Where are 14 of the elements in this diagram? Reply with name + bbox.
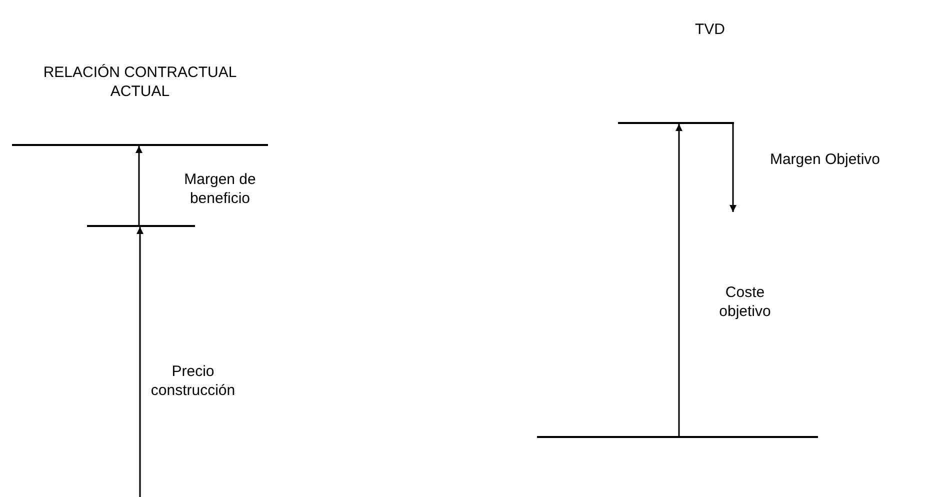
arrow [676,124,682,436]
heading: TVD [694,20,726,39]
edge-label: Coste objetivo [718,283,772,321]
edge-label: Margen de beneficio [183,170,257,208]
horizontal-line [12,144,268,146]
horizontal-line [87,225,195,227]
horizontal-line [537,436,818,438]
heading: RELACIÓN CONTRACTUAL ACTUAL [42,63,238,101]
horizontal-line [618,122,734,124]
edge-label: Margen Objetivo [768,150,882,169]
edge-label: Precio construcción [150,362,236,400]
arrow [136,227,144,497]
arrow [136,146,142,225]
arrow [730,124,736,212]
